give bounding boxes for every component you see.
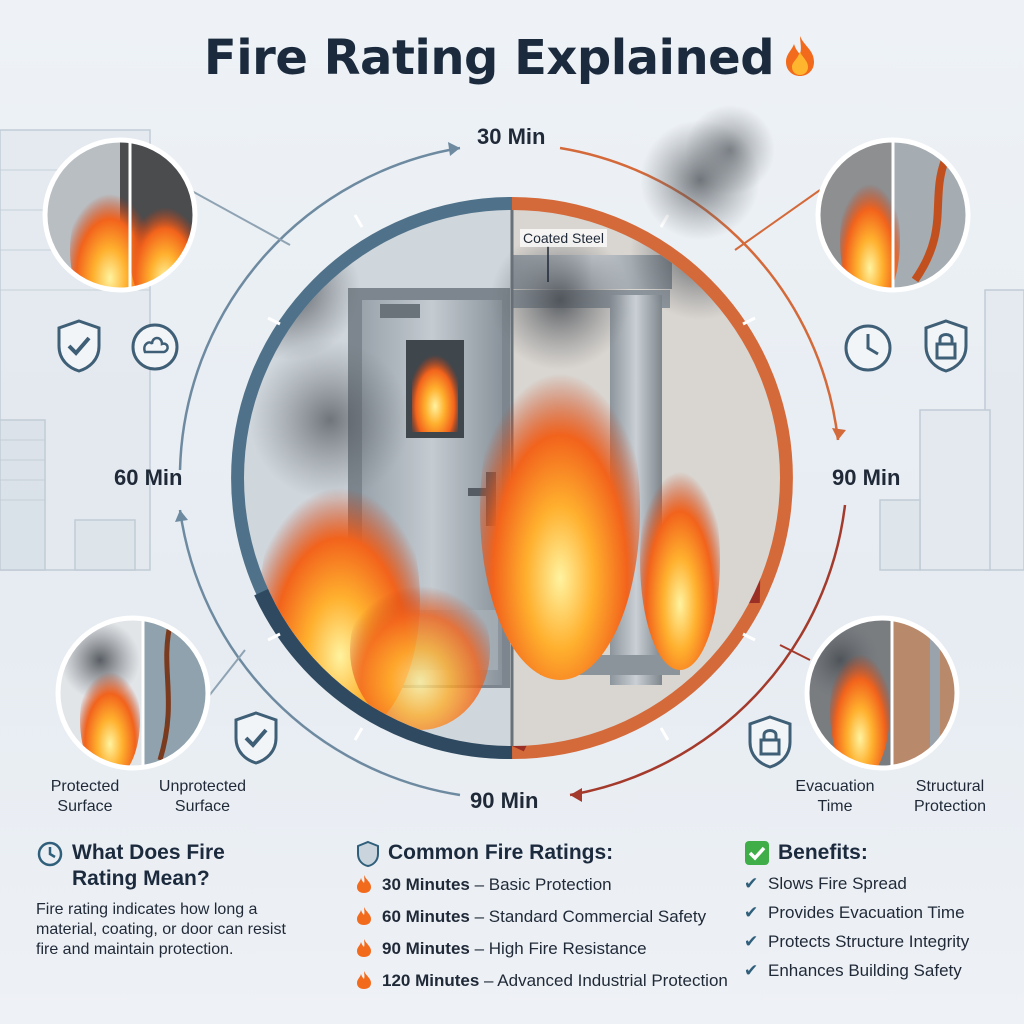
rating-item: 90 Minutes – High Fire Resistance: [356, 938, 736, 964]
evacuation-time-caption: Evacuation Time: [795, 778, 875, 815]
protected-surface-caption: Protected Surface: [50, 778, 120, 815]
rating-item: 120 Minutes – Advanced Industrial Protec…: [356, 970, 736, 996]
dial-label-right: 90 Min: [832, 465, 901, 490]
smoke-icon: [131, 323, 179, 371]
ratings-section: Common Fire Ratings: 30 Minutes – Basic …: [356, 840, 736, 996]
ratings-heading: Common Fire Ratings:: [356, 840, 736, 868]
what-body: Fire rating indicates how long a materia…: [36, 901, 286, 958]
flame-icon: [780, 34, 820, 90]
lock-shield-icon-lower: [748, 715, 792, 769]
benefit-item: ✔Protects Structure Integrity: [744, 932, 970, 951]
shield-icon: [357, 840, 379, 868]
rating-item: 60 Minutes – Standard Commercial Safety: [356, 906, 736, 932]
page-title: Fire Rating Explained: [0, 30, 1024, 90]
benefits-heading: Benefits:: [744, 840, 1014, 866]
structural-protection-caption: Structural Protection: [913, 778, 987, 815]
clock-icon: [37, 841, 63, 867]
lock-shield-icon: [924, 319, 968, 373]
flame-icon: [356, 906, 374, 932]
check-icon: ✔: [744, 903, 759, 922]
benefits-section: Benefits: ✔Slows Fire Spread ✔Provides E…: [744, 840, 1014, 982]
clock-icon: [844, 324, 892, 372]
coated-steel-callout: Coated Steel: [520, 229, 607, 247]
benefits-list: ✔Slows Fire Spread ✔Provides Evacuation …: [744, 873, 1014, 982]
dial-label-left: 60 Min: [114, 465, 183, 490]
benefit-item: ✔Provides Evacuation Time: [744, 903, 965, 922]
what-heading: What Does Fire Rating Mean?: [36, 840, 326, 892]
unprotected-surface-caption: Unprotected Surface: [158, 778, 247, 815]
flame-icon: [356, 970, 374, 996]
ratings-list: 30 Minutes – Basic Protection 60 Minutes…: [356, 874, 736, 996]
check-icon: ✔: [744, 874, 759, 893]
check-icon: ✔: [744, 932, 759, 951]
dial-label-bottom: 90 Min: [470, 788, 539, 813]
dial-label-top: 30 Min: [477, 124, 546, 149]
flame-icon: [356, 874, 374, 900]
benefit-item: ✔Enhances Building Safety: [744, 961, 962, 980]
benefit-item: ✔Slows Fire Spread: [744, 874, 907, 893]
shield-check-icon-lower: [234, 711, 278, 765]
flame-icon: [356, 938, 374, 964]
what-section: What Does Fire Rating Mean? Fire rating …: [36, 840, 326, 960]
check-icon: ✔: [744, 961, 759, 980]
check-box-icon: [745, 841, 769, 865]
shield-check-icon: [57, 319, 101, 373]
rating-item: 30 Minutes – Basic Protection: [356, 874, 736, 900]
